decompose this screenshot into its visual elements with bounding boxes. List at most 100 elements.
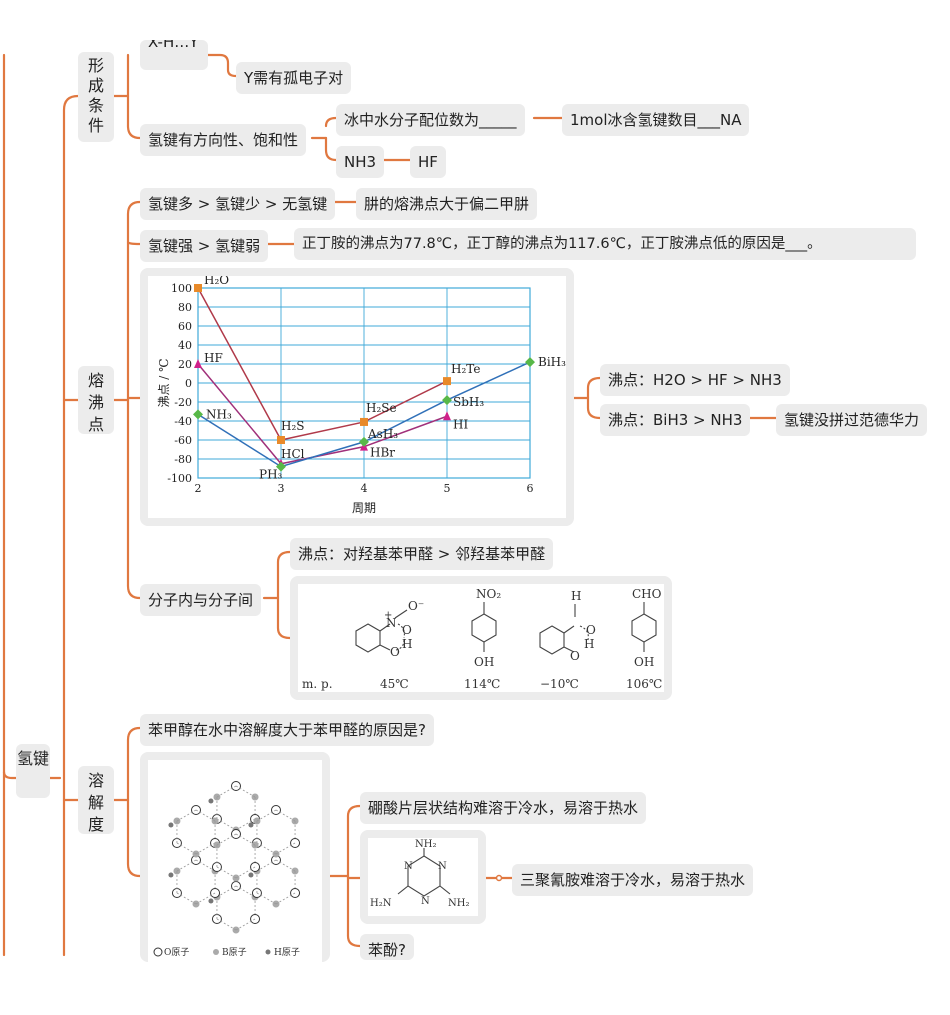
- y-axis-label: 沸点 / ℃: [157, 358, 171, 407]
- mol3-o2: O: [570, 649, 580, 663]
- node-y-lone-pair[interactable]: Y需有孤电子对: [236, 62, 352, 94]
- root-node-hydrogen-bond[interactable]: 氢键: [16, 744, 50, 798]
- boric-acid-structure-card[interactable]: O原子 B原子 H原子: [140, 752, 330, 962]
- point-label-2-0: NH₃: [206, 407, 232, 421]
- x-tick-4: 6: [527, 482, 534, 495]
- mol3-o: O: [586, 623, 596, 637]
- y-tick-1: 80: [178, 301, 192, 314]
- mp-temp-3: −10℃: [540, 677, 579, 691]
- melamine-n1: N: [404, 861, 413, 872]
- node-benzyl-alcohol-question[interactable]: 苯甲醇在水中溶解度大于苯甲醛的原因是?: [140, 714, 434, 746]
- node-ice-coordination[interactable]: 冰中水分子配位数为_____: [336, 104, 525, 136]
- node-strong-weak[interactable]: 氢键强 > 氢键弱: [140, 230, 269, 262]
- legend-b-atom-icon: [213, 949, 219, 955]
- node-vdw-wins[interactable]: 氢键没拼过范德华力: [776, 404, 928, 436]
- legend-h-atom-icon: [265, 949, 271, 955]
- node-boric-acid[interactable]: 硼酸片层状结构难溶于冷水，易溶于热水: [360, 792, 647, 824]
- point-0-2: [360, 417, 368, 426]
- molecule-structures: N + O⁻ O H O NO₂ OH H O H O CHO OH m. p.…: [302, 587, 662, 691]
- node-more-less-hbond[interactable]: 氢键多 > 氢键少 > 无氢键: [140, 188, 336, 220]
- l1-formation-node[interactable]: 形成条件: [78, 52, 114, 142]
- y-tick-10: -100: [167, 472, 192, 485]
- point-0-0: [194, 284, 202, 292]
- legend-o: O原子: [164, 947, 189, 958]
- root-label: 氢键: [16, 749, 49, 768]
- mol1-n: N: [386, 616, 397, 630]
- point-label-2-1: PH₃: [259, 468, 283, 482]
- legend-b: B原子: [222, 947, 247, 958]
- point-label-0-2: H₂Se: [366, 401, 397, 415]
- point-label-0-0: H₂O: [204, 276, 229, 287]
- point-2-3: [442, 395, 452, 406]
- point-label-2-4: BiH₃: [538, 355, 566, 369]
- point-label-1-3: HI: [453, 417, 468, 431]
- mp-temp-1: 45℃: [380, 677, 409, 691]
- x-tick-0: 2: [195, 482, 202, 495]
- y-tick-5: 0: [185, 377, 192, 390]
- node-intra-inter[interactable]: 分子内与分子间: [140, 584, 262, 616]
- melamine-nh2-top: NH₂: [415, 839, 436, 850]
- mol4-oh: OH: [634, 655, 654, 669]
- h-atom-46: [168, 872, 174, 878]
- mol1-o2: O: [390, 645, 400, 659]
- h-atom-72: [208, 798, 214, 804]
- node-hydroxybenzaldehyde-bp[interactable]: 沸点：对羟基苯甲醛 > 邻羟基苯甲醛: [290, 538, 554, 570]
- boiling-label: 熔沸点: [87, 371, 104, 434]
- melamine-n2: N: [438, 861, 447, 872]
- point-1-0: [194, 359, 202, 368]
- node-hf[interactable]: HF: [410, 146, 446, 178]
- solubility-label: 溶解度: [87, 771, 104, 834]
- h-atom-85: [208, 898, 214, 904]
- legend-h: H原子: [274, 947, 300, 958]
- node-phenol[interactable]: 苯酚?: [360, 934, 414, 960]
- y-tick-2: 60: [178, 320, 192, 333]
- node-ice-hbond-count[interactable]: 1mol冰含氢键数目___NA: [562, 104, 750, 136]
- point-label-0-1: H₂S: [281, 419, 305, 433]
- mol1-h: H: [402, 637, 412, 651]
- plot-frame: [197, 287, 531, 479]
- point-0-3: [443, 377, 451, 386]
- mol2-no2: NO₂: [476, 587, 501, 601]
- formation-label: 形成条件: [87, 56, 104, 135]
- melamine-structure-card[interactable]: NH₂ H₂N NH₂ N N N: [360, 830, 486, 924]
- point-2-2: [359, 436, 369, 447]
- series-line-0: [197, 287, 448, 441]
- point-2-1: [276, 461, 286, 472]
- l1-solubility-node[interactable]: 溶解度: [78, 766, 114, 834]
- node-xhy-partial[interactable]: X-H…Y: [140, 40, 208, 70]
- node-melamine[interactable]: 三聚氰胺难溶于冷水，易溶于热水: [512, 864, 754, 896]
- node-direction-saturation[interactable]: 氢键有方向性、饱和性: [140, 124, 307, 156]
- x-tick-2: 4: [361, 482, 368, 495]
- h-atom-59: [248, 872, 254, 878]
- node-butylamine-question[interactable]: 正丁胺的沸点为77.8℃，正丁醇的沸点为117.6℃，正丁胺沸点低的原因是___…: [294, 228, 916, 260]
- node-hydrazine[interactable]: 肼的熔沸点大于偏二甲肼: [356, 188, 538, 220]
- mol2-oh: OH: [474, 655, 494, 669]
- node-bp-h2o-hf-nh3[interactable]: 沸点：H2O > HF > NH3: [600, 364, 790, 396]
- point-2-0: [193, 409, 203, 420]
- y-tick-6: -20: [174, 396, 192, 409]
- point-1-3: [443, 411, 451, 421]
- node-nh3[interactable]: NH3: [336, 146, 385, 178]
- mol1-o-minus: O⁻: [408, 599, 424, 613]
- boric-acid-structure: O原子 B原子 H原子: [153, 781, 301, 958]
- melamine-nh2-right: NH₂: [448, 898, 469, 909]
- melting-point-structures-card[interactable]: N + O⁻ O H O NO₂ OH H O H O CHO OH m. p.…: [290, 576, 672, 700]
- legend-o-atom-icon: [153, 947, 163, 957]
- h-atom-20: [168, 822, 174, 828]
- y-tick-8: -60: [174, 434, 192, 447]
- l1-boiling-node[interactable]: 熔沸点: [78, 366, 114, 434]
- mol3-h2: H: [584, 637, 594, 651]
- mol1-o: O: [402, 623, 412, 637]
- melamine-structure: NH₂ H₂N NH₂ N N N: [370, 839, 469, 909]
- point-label-2-2: AsH₃: [367, 427, 398, 441]
- mp-temp-2: 114℃: [464, 677, 500, 691]
- point-label-1-1: HCl: [281, 447, 305, 461]
- point-0-1: [277, 436, 285, 444]
- h-atom-33: [248, 822, 254, 828]
- y-tick-4: 20: [178, 358, 192, 371]
- y-tick-9: -80: [174, 453, 192, 466]
- point-label-2-3: SbH₃: [453, 395, 484, 409]
- node-bp-bih3-nh3[interactable]: 沸点：BiH3 > NH3: [600, 404, 751, 436]
